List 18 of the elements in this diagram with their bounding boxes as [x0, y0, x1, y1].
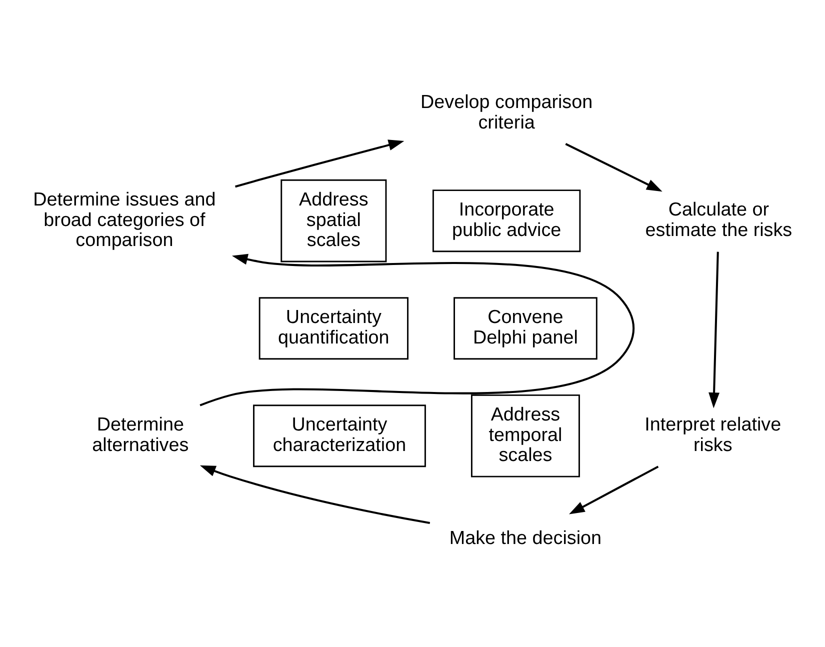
node-box: Incorporate public advice: [432, 189, 581, 252]
node-box: Address spatial scales: [280, 178, 387, 262]
arrow: [568, 465, 659, 514]
node-text: Determine alternatives: [92, 414, 189, 456]
arrow: [200, 253, 635, 406]
node-text: Calculate or estimate the risks: [645, 199, 792, 240]
node-text: Make the decision: [449, 527, 602, 548]
node-box: Uncertainty quantification: [258, 296, 408, 360]
node-text: Determine issues and broad categories of comparison: [33, 188, 216, 251]
node-box: Uncertainty characterization: [253, 404, 426, 467]
arrow: [708, 251, 720, 408]
arrow: [200, 464, 430, 524]
arrow: [565, 142, 662, 192]
arrow: [234, 139, 404, 188]
node-text: Interpret relative risks: [644, 414, 782, 456]
node-box: Address temporal scales: [470, 394, 580, 477]
node-box: Convene Delphi panel: [454, 296, 598, 360]
node-text: Develop comparison criteria: [420, 92, 593, 133]
